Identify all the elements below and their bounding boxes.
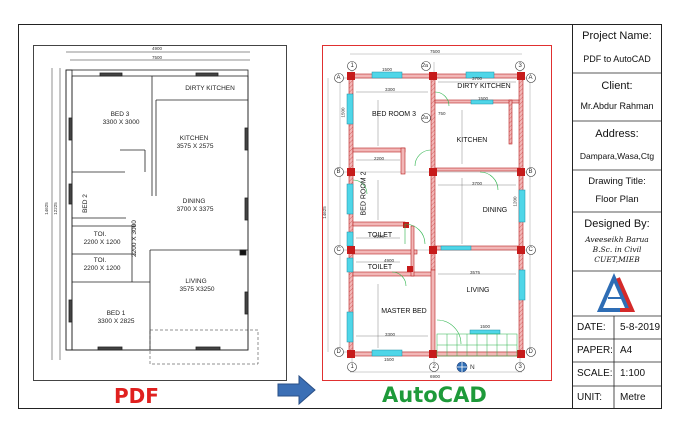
grid-label-3-top: 3 xyxy=(518,63,522,69)
client-value: Mr.Abdur Rahman xyxy=(580,101,654,111)
grid-label-b-right: B xyxy=(528,169,533,175)
paper-value: A4 xyxy=(620,345,633,356)
grid-label-d-right: D xyxy=(528,349,533,355)
pdf-room-dirty-kitchen: DIRTY KITCHEN xyxy=(185,85,235,92)
pdf-room-bed3-size: 3300 X 3000 xyxy=(102,119,140,126)
grid-label-2-bottom: 2 xyxy=(432,364,436,370)
ac-dim-2: 3700 xyxy=(472,76,483,81)
company-logo xyxy=(596,273,636,312)
project-name-value: PDF to AutoCAD xyxy=(583,54,651,64)
pdf-room-toilet1-name: TOI. xyxy=(93,231,107,238)
pdf-room-kitchen-size: 3575 X 2575 xyxy=(176,143,214,150)
ac-dim-1: 1500 xyxy=(382,67,393,72)
pdf-room-toilet2-size: 2200 X 1200 xyxy=(83,265,121,272)
ac-dim-13: 1500 xyxy=(384,357,395,362)
grid-label-a-right: A xyxy=(528,75,533,81)
ac-room-toilet1: TOILET xyxy=(367,232,393,239)
ac-dim-5: 1500 xyxy=(478,96,489,101)
unit-label: UNIT: xyxy=(577,392,602,403)
ac-dim-7: 3700 xyxy=(472,181,483,186)
ac-room-living: LIVING xyxy=(466,287,490,294)
scale-label: SCALE: xyxy=(577,368,613,379)
ac-dim-3: 3300 xyxy=(385,87,396,92)
pdf-room-bed1-name: BED 1 xyxy=(106,310,126,317)
ac-dim-11: 2200 xyxy=(374,234,385,239)
pdf-label: PDF xyxy=(114,384,159,408)
pdf-dim-inner-width: 7500 xyxy=(152,55,163,60)
project-name-label: Project Name: xyxy=(582,30,652,42)
unit-value: Metre xyxy=(620,392,646,403)
ac-room-dining: DINING xyxy=(482,207,508,214)
pdf-room-dining-name: DINING xyxy=(182,198,206,205)
pdf-dim-overall-width: 4900 xyxy=(152,46,163,51)
drawing-title-value: Floor Plan xyxy=(595,194,639,205)
drawing-title-label: Drawing Title: xyxy=(588,176,646,187)
autocad-panel xyxy=(322,45,552,381)
pdf-room-dining-size: 3700 X 3375 xyxy=(176,206,214,213)
pdf-room-bed1-size: 3300 X 2825 xyxy=(97,318,135,325)
pdf-room-bed3-name: BED 3 xyxy=(110,111,130,118)
ac-dim-6: 2200 xyxy=(374,156,385,161)
ac-dim-14: 4900 xyxy=(384,258,395,263)
title-block xyxy=(572,24,662,409)
autocad-label: AutoCAD xyxy=(382,383,487,407)
pdf-room-toilet1-size: 2200 X 1200 xyxy=(83,239,121,246)
designed-by-label: Designed By: xyxy=(584,218,650,230)
date-value: 5-8-2019 xyxy=(620,322,661,333)
ac-dim-4: 750 xyxy=(438,111,446,116)
grid-label-d-left: D xyxy=(336,349,341,355)
date-label: DATE: xyxy=(577,322,606,333)
ac-dim-top: 7500 xyxy=(430,49,441,54)
ac-room-dirty-kitchen: DIRTY KITCHEN xyxy=(457,83,511,90)
ac-room-master: MASTER BED xyxy=(381,308,427,315)
grid-label-3-bottom: 3 xyxy=(518,364,522,370)
grid-label-c-left: C xyxy=(336,247,341,253)
grid-label-c-right: C xyxy=(528,247,533,253)
designer-institution: CUET,MIEB xyxy=(594,255,640,264)
grid-label-2a-top: 2a xyxy=(422,63,429,69)
ac-dim-9: 3575 xyxy=(470,270,481,275)
ac-dim-12: 3300 xyxy=(385,332,396,337)
designer-degree: B.Sc. in Civil xyxy=(592,245,642,254)
grid-label-2a-mid: 2a xyxy=(422,115,429,121)
grid-label-1-bottom: 1 xyxy=(350,364,354,370)
paper-label: PAPER: xyxy=(577,345,613,356)
address-label: Address: xyxy=(595,128,639,140)
pdf-room-living-size: 3575 X3250 xyxy=(179,286,215,293)
ac-room-toilet2: TOILET xyxy=(367,264,393,271)
ac-dim-10: 1500 xyxy=(480,324,491,329)
pdf-room-kitchen-name: KITCHEN xyxy=(179,135,209,142)
ac-room-bed3: BED ROOM 3 xyxy=(372,111,416,118)
address-value: Dampara,Wasa,Ctg xyxy=(579,151,655,161)
designer-name: Aveeseikh Barua xyxy=(585,235,649,244)
grid-label-a-left: A xyxy=(336,75,341,81)
north-symbol xyxy=(456,361,468,373)
grid-label-b-left: B xyxy=(336,169,341,175)
pdf-room-toilet2-name: TOI. xyxy=(93,257,107,264)
north-label: N xyxy=(470,364,475,371)
scale-value: 1:100 xyxy=(620,368,646,379)
ac-room-kitchen: KITCHEN xyxy=(456,137,488,144)
right-arrow-icon xyxy=(277,374,316,406)
grid-label-1-top: 1 xyxy=(350,63,354,69)
ac-dim-bottom: 6900 xyxy=(430,374,441,379)
client-label: Client: xyxy=(601,80,633,92)
pdf-room-living-name: LIVING xyxy=(185,278,207,285)
